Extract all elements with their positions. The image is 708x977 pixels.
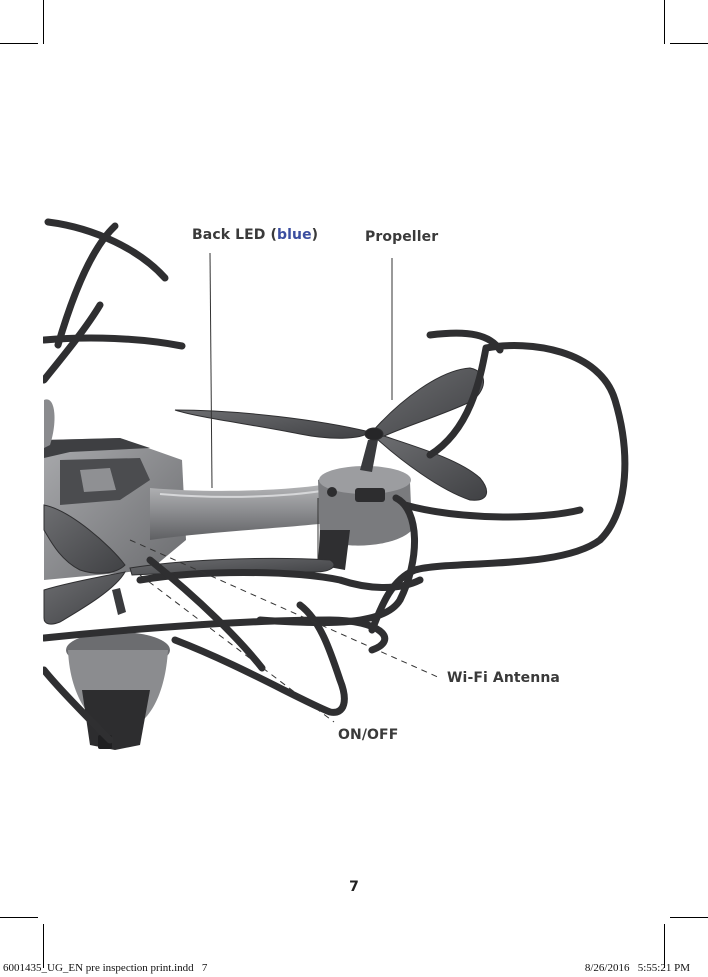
- crop-mark-top-right-horizontal: [670, 43, 708, 44]
- lower-left-motor: [66, 588, 170, 750]
- top-left-propeller-guard: [43, 218, 186, 384]
- back-led-label-suffix: ): [311, 227, 319, 243]
- page-number: 7: [349, 879, 359, 895]
- back-led-label: Back LED (blue): [192, 227, 318, 243]
- slug-timestamp: 8/26/2016 5:55:21 PM: [584, 962, 690, 974]
- right-propeller: [174, 367, 488, 501]
- right-motor: [318, 440, 412, 570]
- crop-mark-bottom-right-vertical: [664, 924, 665, 968]
- lower-left-propeller: [43, 504, 335, 625]
- on-off-label: ON/OFF: [338, 727, 399, 743]
- propeller-label: Propeller: [365, 229, 439, 245]
- back-led-label-prefix: Back LED (: [192, 227, 277, 243]
- slug-file-info: 6001435_UG_EN pre inspection print.indd …: [3, 962, 208, 974]
- back-led-color-text: blue: [276, 227, 312, 243]
- wifi-antenna-label: Wi-Fi Antenna: [447, 670, 560, 686]
- crop-mark-top-left-vertical: [43, 0, 44, 44]
- crop-mark-top-left-horizontal: [0, 43, 38, 44]
- crop-mark-top-right-vertical: [664, 0, 665, 44]
- crop-mark-bottom-left-horizontal: [0, 917, 38, 918]
- lower-propeller-guard: [43, 556, 424, 744]
- crop-mark-bottom-right-horizontal: [670, 917, 708, 918]
- callout-lines: [129, 252, 441, 723]
- crop-mark-bottom-left-vertical: [43, 924, 44, 968]
